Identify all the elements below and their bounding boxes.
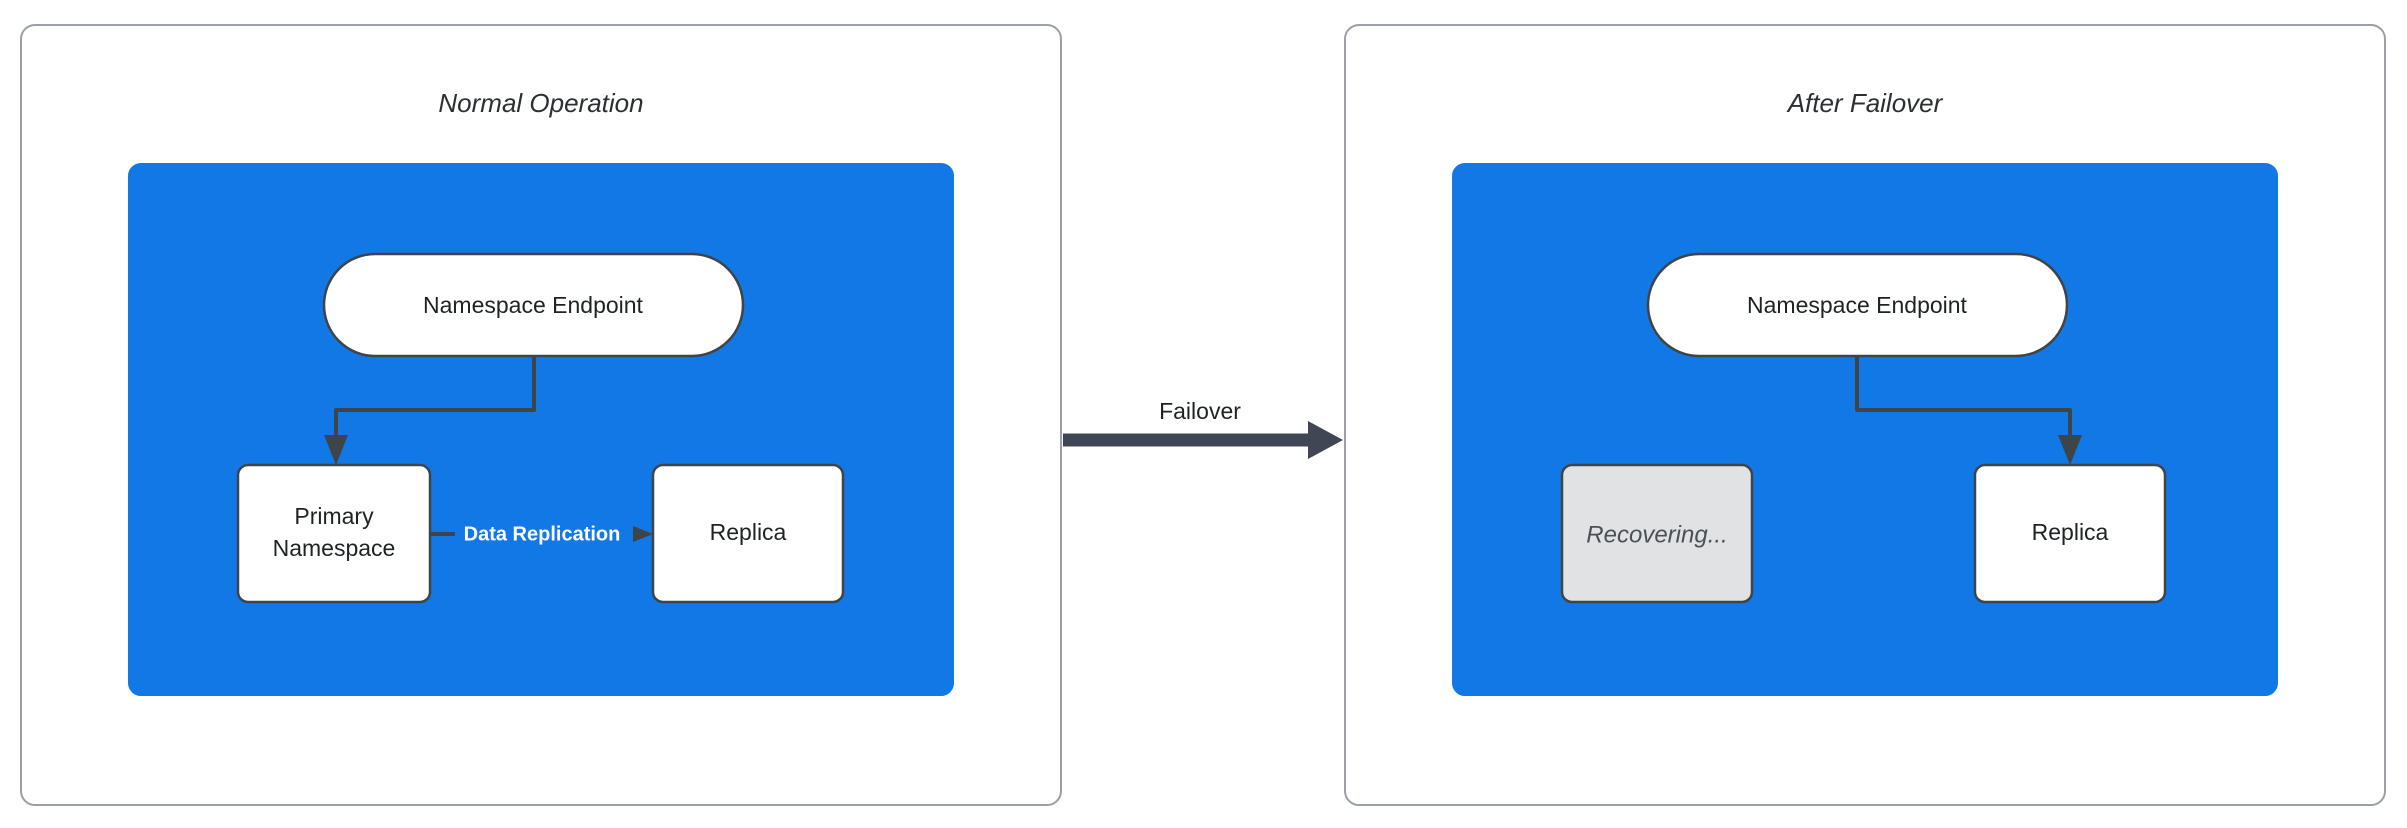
node-shape-primary-namespace (236, 463, 432, 604)
failover-transition-label: Failover (1159, 398, 1241, 424)
edge-label-backdrop-data-replication (455, 520, 633, 548)
node-label-namespace-endpoint-right: Namespace Endpoint (1747, 292, 1968, 318)
arrowhead-endpoint-to-replica (2058, 435, 2082, 465)
region-normal (128, 163, 954, 696)
node-shape-replica-left (651, 463, 845, 604)
failover-transition-arrow[interactable]: Failover (1063, 398, 1343, 459)
node-shape-namespace-endpoint-right (1646, 252, 2069, 358)
panel-normal-operation[interactable]: Normal Operation Namespace Endpoint Prim… (20, 24, 1062, 806)
node-shape-recovering (1560, 463, 1754, 604)
node-recovering[interactable]: Recovering... (1560, 463, 1754, 604)
node-namespace-endpoint-left[interactable]: Namespace Endpoint (322, 252, 745, 358)
connector-endpoint-to-replica (1855, 356, 2072, 443)
node-label-primary-namespace-line2: Namespace (273, 535, 396, 561)
node-shape-namespace-endpoint-left (322, 252, 745, 358)
node-replica-left[interactable]: Replica (651, 463, 845, 604)
node-label-recovering: Recovering... (1586, 521, 1727, 548)
panel-title-normal-operation: Normal Operation (438, 88, 643, 118)
node-label-replica-right: Replica (2032, 519, 2109, 545)
failover-arrow-head (1308, 421, 1343, 459)
node-shape-replica-right (1973, 463, 2167, 604)
node-replica-right[interactable]: Replica (1973, 463, 2167, 604)
panel-after-failover[interactable]: After Failover Namespace Endpoint Recove… (1344, 24, 2386, 806)
node-label-namespace-endpoint-left: Namespace Endpoint (423, 292, 644, 318)
node-primary-namespace[interactable]: Primary Namespace (236, 463, 432, 604)
region-failover (1452, 163, 2278, 696)
arrowhead-endpoint-to-primary (324, 435, 348, 465)
connector-endpoint-to-primary (334, 356, 536, 443)
edge-label-data-replication: Data Replication (455, 520, 633, 548)
panel-title-after-failover: After Failover (1786, 88, 1944, 118)
edge-label-text-data-replication: Data Replication (464, 523, 621, 545)
node-namespace-endpoint-right[interactable]: Namespace Endpoint (1646, 252, 2069, 358)
node-label-primary-namespace-line1: Primary (294, 503, 374, 529)
node-label-replica-left: Replica (710, 519, 787, 545)
